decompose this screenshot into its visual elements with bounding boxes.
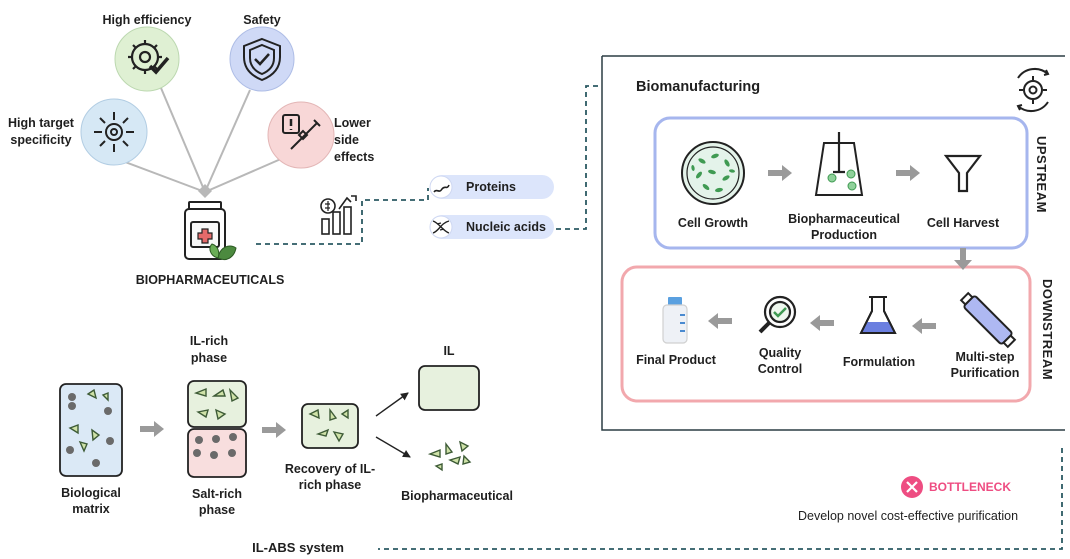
dna-icon <box>432 220 450 234</box>
flask-icon <box>859 296 897 334</box>
medicine-bottle-icon <box>184 201 237 261</box>
chromatography-column-icon <box>959 291 1017 349</box>
flow-arrows <box>708 165 972 334</box>
biological-matrix-label: Biological matrix <box>61 486 121 516</box>
biomanufacturing-frame <box>601 55 1065 431</box>
benefit-lower-side-effects <box>267 101 335 169</box>
type-nucleic-acids <box>429 215 554 239</box>
bottleneck-description: Develop novel cost-effective purificatio… <box>798 509 1019 523</box>
benefit-safety <box>229 26 295 92</box>
bioreactor-icon <box>814 132 864 196</box>
downstream-box <box>620 265 1032 403</box>
protein-icon <box>433 184 450 193</box>
shield-check-icon <box>243 37 281 82</box>
salt-rich-phase-label: Salt-rich phase <box>191 487 242 517</box>
arrow-down <box>954 248 972 270</box>
il-label: IL <box>443 344 455 358</box>
petri-dish-icon <box>681 141 745 205</box>
step-label-formulation: Formulation <box>842 355 916 369</box>
arrow-right <box>896 165 920 181</box>
benefit-label-high-efficiency: High efficiency <box>102 13 192 27</box>
step-label-cell-growth: Cell Growth <box>677 216 749 230</box>
step-label-quality-control: Quality Control <box>757 346 803 376</box>
magnifier-check-icon <box>758 295 797 334</box>
arrow-left <box>912 318 936 334</box>
type-proteins <box>429 175 554 199</box>
downstream-label: DOWNSTREAM <box>1040 279 1055 381</box>
process-gear-icon <box>1016 67 1050 113</box>
syringe-warning-icon <box>282 114 321 150</box>
recovery-label: Recovery of IL-rich phase <box>284 462 376 492</box>
bottleneck-label: BOTTLENECK <box>929 480 1011 494</box>
vial-icon <box>662 297 688 344</box>
il-abs-system-title: IL-ABS system <box>252 540 344 555</box>
arrow-left <box>708 313 732 329</box>
biopharmaceuticals-label: BIOPHARMACEUTICALS <box>135 273 285 287</box>
arrow-left <box>810 315 834 331</box>
biopharmaceutical-label: Biopharmaceutical <box>401 489 513 503</box>
benefit-high-target-specificity <box>80 98 148 166</box>
type-label-nucleic-acids: Nucleic acids <box>466 220 546 234</box>
bottleneck-badge-icon <box>901 476 923 498</box>
gear-check-icon <box>128 40 170 75</box>
arrow-right <box>140 421 164 437</box>
biopharmaceutical-particles <box>427 440 472 472</box>
benefit-connectors <box>119 87 291 193</box>
step-label-final-product: Final Product <box>636 353 716 367</box>
target-arrows-icon <box>94 112 134 152</box>
recovered-il-phase-vessel <box>301 403 359 449</box>
il-vessel <box>418 365 480 411</box>
biomanufacturing-title: Biomanufacturing <box>636 79 761 95</box>
benefit-label-high-target-specificity: High target specificity <box>8 116 74 147</box>
arrow-right <box>768 165 792 181</box>
biological-matrix-vessel <box>59 383 123 477</box>
benefit-label-safety: Safety <box>243 13 281 27</box>
benefit-high-efficiency <box>114 26 180 92</box>
arrow-right <box>262 422 286 438</box>
step-label-cell-harvest: Cell Harvest <box>926 216 1000 230</box>
abs-two-phase-vessel <box>187 380 247 478</box>
upstream-label: UPSTREAM <box>1034 136 1049 213</box>
dashed-connectors <box>256 85 1063 550</box>
connector-node <box>198 184 212 198</box>
step-label-biopharmaceutical-production: Biopharmaceutical Production <box>788 212 900 242</box>
money-growth-icon <box>320 195 357 235</box>
il-rich-phase-label: IL-rich phase <box>189 334 229 365</box>
benefit-label-lower-side-effects: Lower side effects <box>334 116 375 164</box>
type-label-proteins: Proteins <box>466 180 517 194</box>
funnel-icon <box>943 154 983 193</box>
step-label-multi-step-purification: Multi-step Purification <box>950 350 1020 380</box>
